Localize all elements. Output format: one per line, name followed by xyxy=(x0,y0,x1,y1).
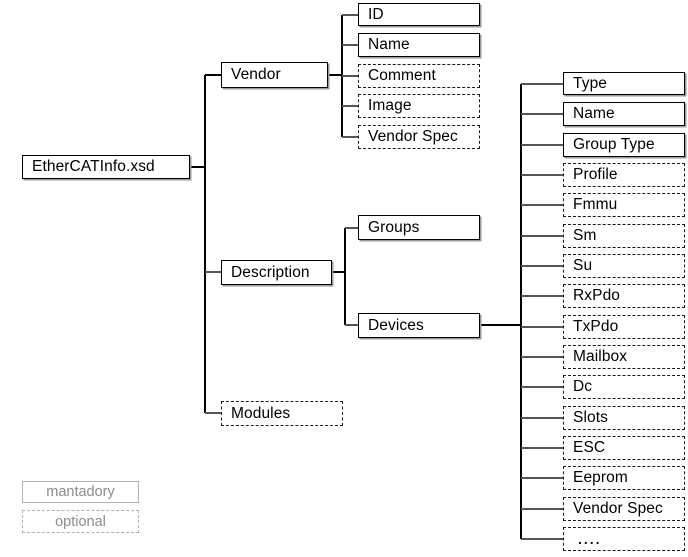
node-device-type[interactable]: Type xyxy=(563,72,685,95)
node-label: ESC xyxy=(573,439,606,457)
node-vendor-image[interactable]: Image xyxy=(358,94,480,118)
node-label: Fmmu xyxy=(573,196,618,214)
node-label: Vendor Spec xyxy=(573,500,663,518)
node-label: Name xyxy=(573,105,615,123)
node-label: Name xyxy=(368,36,410,54)
node-label: .... xyxy=(578,531,602,547)
node-devices[interactable]: Devices xyxy=(358,313,480,338)
node-device-dc[interactable]: Dc xyxy=(563,375,685,399)
node-vendor-name[interactable]: Name xyxy=(358,33,480,57)
node-vendor-id[interactable]: ID xyxy=(358,3,480,26)
node-label: EtherCATInfo.xsd xyxy=(32,158,155,176)
node-label: Modules xyxy=(231,404,291,422)
node-label: Description xyxy=(231,263,310,281)
node-vendor-comment[interactable]: Comment xyxy=(358,64,480,88)
node-device-txpdo[interactable]: TxPdo xyxy=(563,315,685,339)
node-label: Su xyxy=(573,257,593,275)
node-root-ethercatinfo-xsd[interactable]: EtherCATInfo.xsd xyxy=(22,155,190,179)
node-label: Vendor Spec xyxy=(368,128,458,146)
node-label: Devices xyxy=(368,316,424,334)
node-device-more[interactable]: .... xyxy=(563,527,685,551)
node-device-mailbox[interactable]: Mailbox xyxy=(563,345,685,369)
node-device-esc[interactable]: ESC xyxy=(563,436,685,460)
node-modules[interactable]: Modules xyxy=(221,401,343,426)
node-device-eeprom[interactable]: Eeprom xyxy=(563,466,685,490)
node-vendor-vendor-spec[interactable]: Vendor Spec xyxy=(358,125,480,149)
node-label: Dc xyxy=(573,378,593,396)
node-description[interactable]: Description xyxy=(221,260,332,285)
node-label: Eeprom xyxy=(573,469,628,487)
node-device-rxpdo[interactable]: RxPdo xyxy=(563,284,685,308)
node-label: Vendor xyxy=(231,66,281,84)
legend-mandatory: mantadory xyxy=(22,481,139,503)
node-groups[interactable]: Groups xyxy=(358,215,480,240)
node-label: TxPdo xyxy=(573,318,619,336)
node-label: Mailbox xyxy=(573,348,628,366)
node-device-slots[interactable]: Slots xyxy=(563,406,685,430)
node-device-profile[interactable]: Profile xyxy=(563,163,685,187)
node-label: RxPdo xyxy=(573,287,621,305)
node-label: Image xyxy=(368,97,412,115)
node-device-vendor-spec[interactable]: Vendor Spec xyxy=(563,497,685,521)
node-device-sm[interactable]: Sm xyxy=(563,224,685,248)
legend-label: optional xyxy=(55,513,106,530)
legend-label: mantadory xyxy=(46,484,115,500)
node-vendor[interactable]: Vendor xyxy=(221,62,328,88)
node-label: Sm xyxy=(573,227,597,245)
node-label: Groups xyxy=(368,218,420,236)
node-device-su[interactable]: Su xyxy=(563,254,685,278)
node-device-group-type[interactable]: Group Type xyxy=(563,133,685,157)
node-label: ID xyxy=(368,5,384,23)
legend-optional: optional xyxy=(22,510,139,533)
node-device-name[interactable]: Name xyxy=(563,102,685,126)
node-label: Slots xyxy=(573,409,608,427)
node-device-fmmu[interactable]: Fmmu xyxy=(563,193,685,217)
node-label: Profile xyxy=(573,166,618,184)
node-label: Type xyxy=(573,74,608,92)
node-label: Comment xyxy=(368,67,436,85)
node-label: Group Type xyxy=(573,136,655,154)
